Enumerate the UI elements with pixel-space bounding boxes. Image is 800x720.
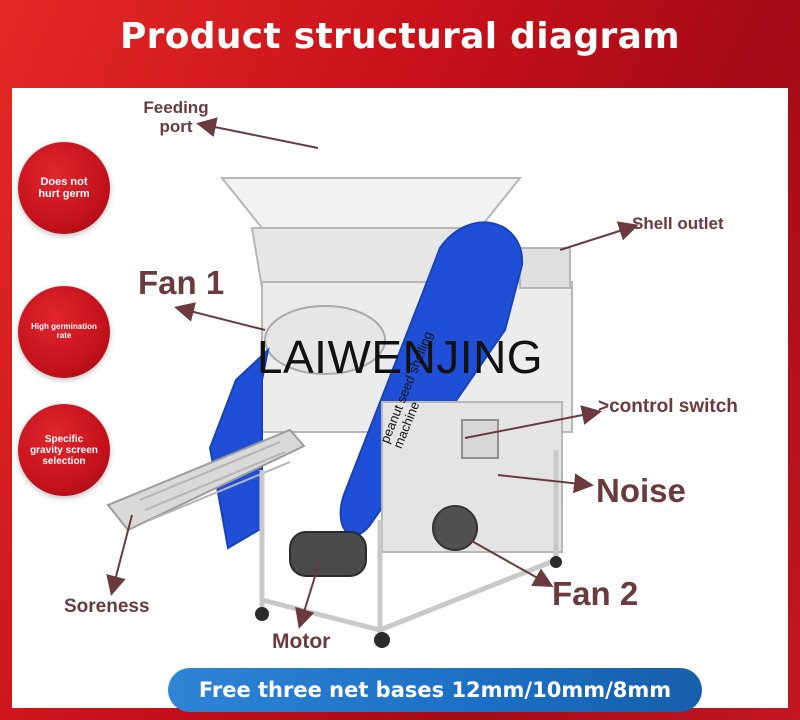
arrow-control-switch (464, 405, 602, 439)
feed-hopper (219, 177, 523, 229)
page-title: Product structural diagram (120, 16, 680, 57)
label-soreness: Soreness (64, 596, 150, 617)
label-fan2: Fan 2 (552, 575, 639, 612)
label-feeding-port: Feeding port (143, 98, 209, 136)
blue-side-guard (208, 347, 270, 550)
control-switch-box (461, 419, 499, 459)
watermark-text: LAIWENJING (256, 331, 544, 383)
feature-text: Specific gravity screen selection (30, 433, 98, 467)
arrow-feeding-port (196, 117, 319, 149)
arrow-fan2 (469, 539, 554, 587)
label-control-switch: >control switch (598, 396, 738, 417)
arrow-motor (295, 559, 321, 629)
feature-text: Does not hurt germ (38, 175, 90, 200)
feature-text: High germination rate (31, 322, 97, 340)
feature-badge-screen: Specific gravity screen selection (18, 404, 110, 496)
arrow-fan1 (174, 302, 266, 331)
net-bases-banner: Free three net bases 12mm/10mm/8mm (168, 668, 702, 712)
arrow-noise (497, 473, 594, 494)
motor (289, 531, 367, 577)
fan2 (432, 505, 478, 551)
label-fan1: Fan 1 (138, 264, 225, 301)
label-noise: Noise (596, 472, 686, 509)
label-shell-outlet: Shell outlet (632, 214, 724, 233)
arrow-shell-outlet (559, 221, 639, 251)
label-motor: Motor (272, 630, 331, 653)
fan1-drum (264, 305, 386, 375)
feature-badge-germ: Does not hurt germ (18, 142, 110, 234)
arrow-soreness (106, 514, 133, 596)
feature-badge-germination: High germination rate (18, 286, 110, 378)
